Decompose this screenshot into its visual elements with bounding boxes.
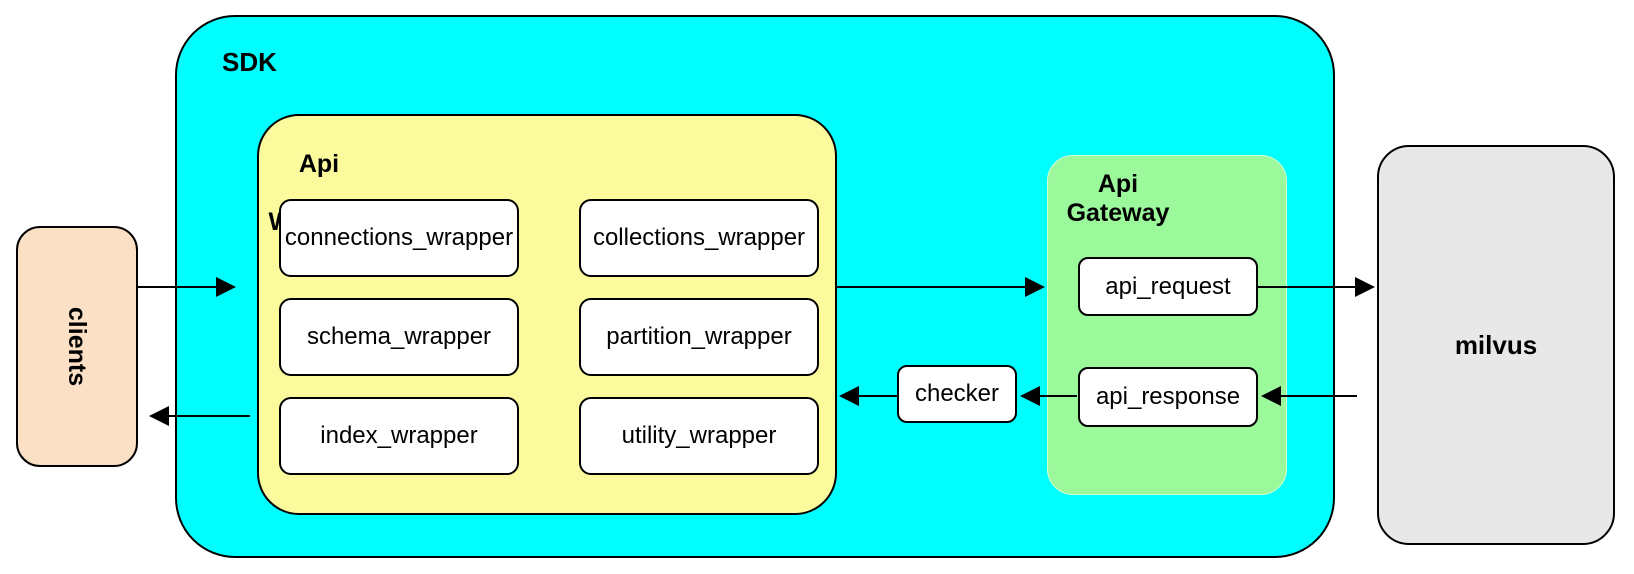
box-partition-wrapper: partition_wrapper	[579, 298, 819, 376]
milvus-label: milvus	[1454, 329, 1538, 360]
wrapper-grid: connections_wrapper collections_wrapper …	[279, 199, 819, 475]
connections-wrapper-label: connections_wrapper	[284, 224, 514, 251]
box-utility-wrapper: utility_wrapper	[579, 397, 819, 475]
box-index-wrapper: index_wrapper	[279, 397, 519, 475]
api-gateway-label-line1: Api	[1097, 170, 1139, 198]
partition-wrapper-label: partition_wrapper	[606, 323, 792, 350]
api-gateway-label: Api Gateway	[1058, 170, 1178, 228]
api-gateway-container: Api Gateway api_request api_response	[1047, 155, 1287, 495]
api-gateway-label-line2: Gateway	[1066, 199, 1170, 227]
api-response-label: api_response	[1095, 383, 1241, 410]
index-wrapper-label: index_wrapper	[320, 422, 478, 449]
schema-wrapper-label: schema_wrapper	[306, 323, 492, 350]
milvus-node: milvus	[1377, 145, 1615, 545]
api-request-label: api_request	[1105, 272, 1231, 300]
api-wrapper-container: Api Wrapper connections_wrapper collecti…	[257, 114, 837, 515]
clients-label: clients	[63, 306, 92, 387]
checker-label: checker	[914, 380, 1000, 407]
box-connections-wrapper: connections_wrapper	[279, 199, 519, 277]
utility-wrapper-label: utility_wrapper	[621, 422, 777, 449]
api-request-node: api_request	[1078, 257, 1258, 316]
api-wrapper-label-line1: Api	[298, 150, 340, 178]
sdk-label: SDK	[222, 47, 277, 77]
checker-node: checker	[897, 365, 1017, 423]
api-response-node: api_response	[1078, 367, 1258, 427]
box-collections-wrapper: collections_wrapper	[579, 199, 819, 277]
clients-node: clients	[16, 226, 138, 467]
collections-wrapper-label: collections_wrapper	[592, 224, 806, 251]
box-schema-wrapper: schema_wrapper	[279, 298, 519, 376]
